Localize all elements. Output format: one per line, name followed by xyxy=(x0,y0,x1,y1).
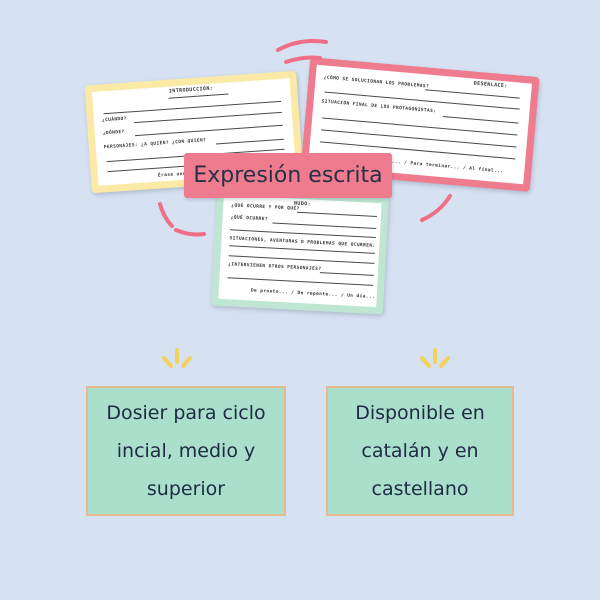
question-label: SITUACIÓN FINAL DE LOS PROTAGONISTAS: xyxy=(321,99,437,115)
question-label: ¿DÓNDE? xyxy=(102,129,125,137)
worksheet-nudo: NUDO: ¿QUÉ OCURRE Y POR QUÉ? ¿QUÉ OCURRE… xyxy=(211,187,389,315)
info-line: incial, medio y xyxy=(116,440,256,462)
question-label: ¿INTERVIENEN OTROS PERSONAJES? xyxy=(228,262,322,273)
info-line: castellano xyxy=(371,478,469,500)
info-line: superior xyxy=(146,478,226,500)
info-box-languages: Disponible en catalán y en castellano xyxy=(326,386,514,516)
squiggle-right-icon xyxy=(420,194,452,222)
footer-hint: De pronto... / De repente... / Un día... xyxy=(250,288,376,300)
writing-line xyxy=(135,124,283,137)
writing-line xyxy=(424,89,520,99)
sparkle-left-icon xyxy=(162,348,192,368)
question-label: ¿CUÁNDO? xyxy=(101,116,127,124)
main-title: Expresión escrita xyxy=(184,153,392,198)
writing-line xyxy=(442,115,519,124)
writing-line xyxy=(319,272,374,276)
writing-line xyxy=(103,100,282,115)
writing-line xyxy=(215,138,284,145)
info-line: Disponible en xyxy=(355,402,485,424)
squiggle-top-icon xyxy=(276,39,328,64)
writing-line xyxy=(296,211,377,217)
underline xyxy=(168,93,229,99)
squiggle-left-icon xyxy=(158,202,206,237)
question-label: ¿QUÉ OCURRE? xyxy=(230,215,269,223)
writing-line xyxy=(272,222,377,229)
writing-line xyxy=(134,111,282,124)
info-text: Dosier para ciclo incial, medio y superi… xyxy=(106,394,265,508)
info-box-cycles: Dosier para ciclo incial, medio y superi… xyxy=(86,386,286,516)
info-text: Disponible en catalán y en castellano xyxy=(355,394,485,508)
writing-line xyxy=(227,277,374,286)
info-line: Dosier para ciclo xyxy=(106,402,266,424)
question-label: PERSONAJES: ¿A QUIÉN? ¿CON QUIÉN? xyxy=(103,138,207,151)
sparkle-right-icon xyxy=(420,348,450,368)
info-line: catalán y en xyxy=(361,440,479,462)
